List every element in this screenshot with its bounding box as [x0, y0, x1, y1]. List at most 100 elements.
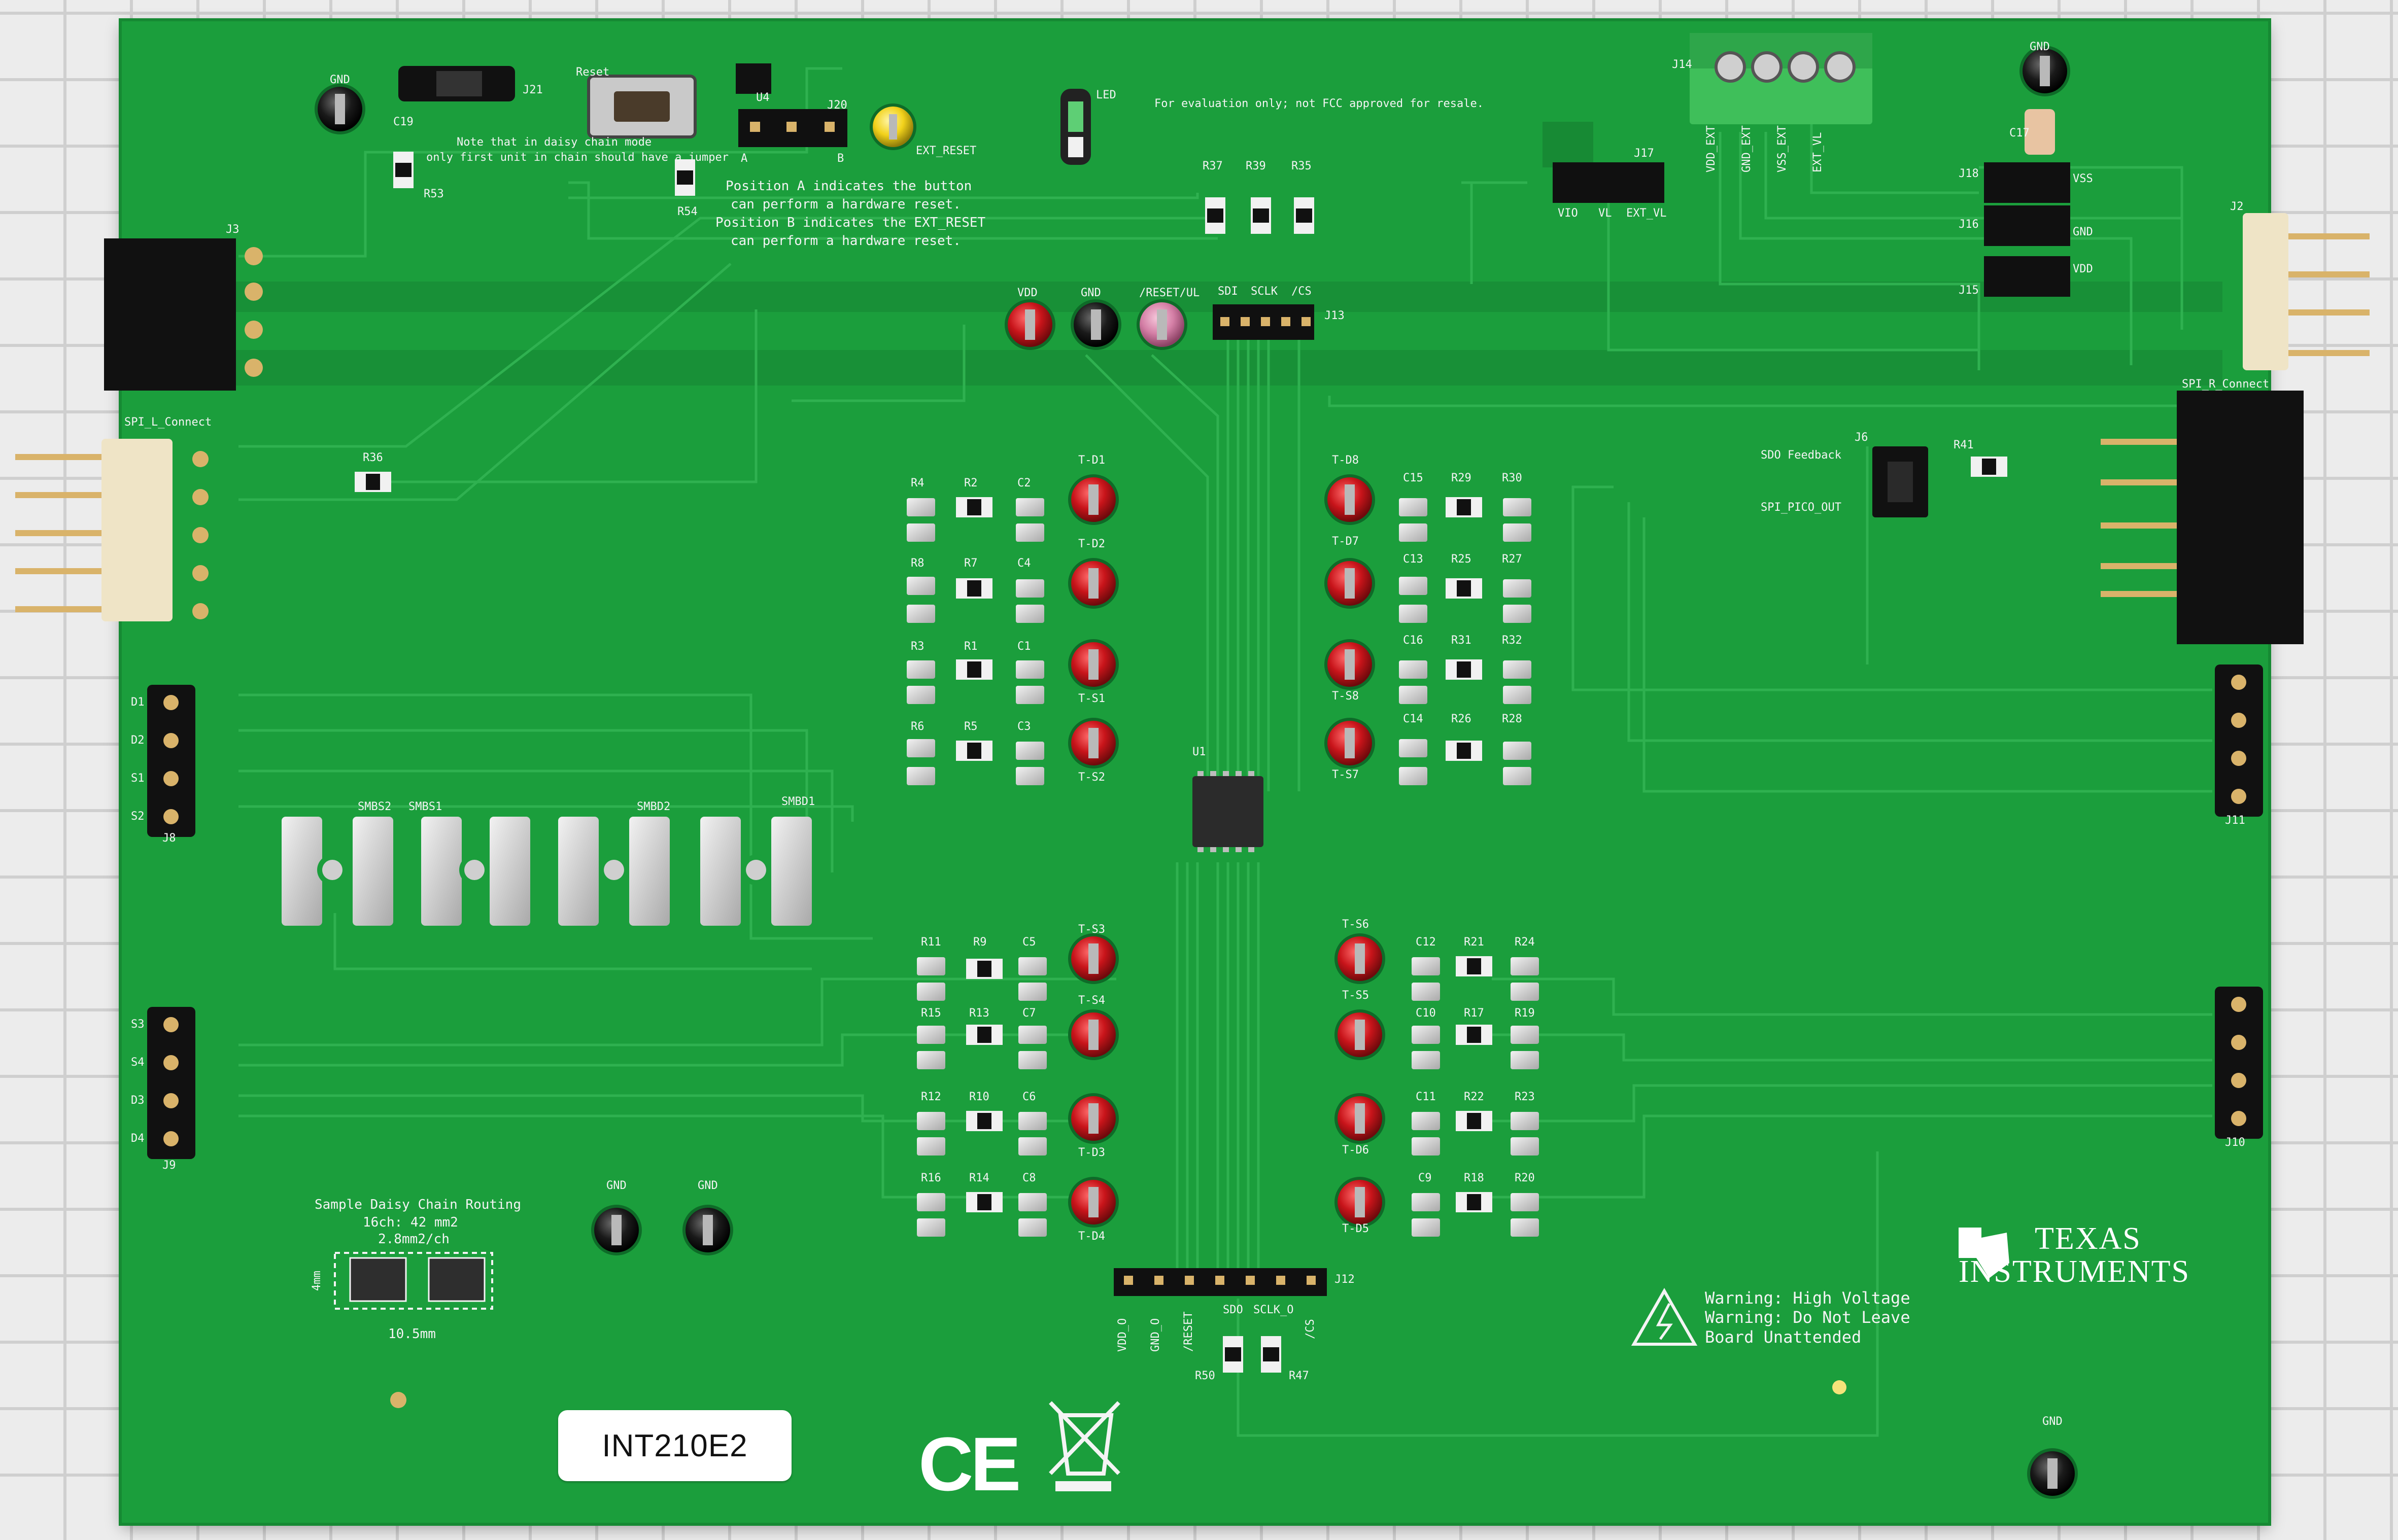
gnd-label-bottom-1: GND [606, 1179, 627, 1192]
texas-instruments-logo: Texas Instruments [1959, 1222, 2190, 1288]
j3-label: J3 [226, 223, 239, 236]
reset-o-label: /RESET [1182, 1311, 1195, 1352]
warning-block: Warning: High Voltage Warning: Do Not Le… [1634, 1288, 1910, 1347]
t-d4-label: T-D4 [1078, 1230, 1105, 1243]
lr-r24: R24 [1515, 936, 1535, 949]
ur-c14: C14 [1403, 713, 1423, 725]
lr-c11: C11 [1416, 1091, 1436, 1103]
j2-label: J2 [2230, 200, 2244, 213]
signal-traces [238, 67, 2212, 1437]
tp-sdi-label: SDI [1218, 285, 1238, 298]
brand-line-2: Instruments [1959, 1254, 2190, 1289]
t-s6-label: T-S6 [1342, 918, 1369, 931]
reset-note-1: Position A indicates the button [726, 179, 972, 194]
lr-r21: R21 [1464, 936, 1484, 949]
j6-label: J6 [1855, 431, 1868, 444]
lr-r18: R18 [1464, 1172, 1484, 1184]
signal-testpoints [1005, 197, 1314, 350]
gnd-testpoint-topleft [315, 84, 365, 134]
d3-label: D3 [131, 1094, 145, 1107]
pos-a-label: A [741, 152, 748, 165]
j11-label: J11 [2225, 814, 2245, 827]
lr-c10: C10 [1416, 1007, 1436, 1020]
t-d1-label: T-D1 [1078, 454, 1105, 467]
c17-label: C17 [2009, 127, 2030, 139]
j12-label: J12 [1334, 1273, 1355, 1286]
ext-vl-label: EXT_VL [1626, 207, 1667, 220]
cs-o-label: /CS [1304, 1319, 1317, 1339]
ce-mark: CE [918, 1421, 1021, 1507]
j3-header [104, 238, 263, 391]
ur-c13: C13 [1403, 553, 1423, 566]
t-s2-label: T-S2 [1078, 771, 1105, 784]
quad-upper-right [1324, 474, 1531, 785]
ul-r7: R7 [964, 557, 978, 570]
ur-r29: R29 [1451, 472, 1471, 484]
j13-label: J13 [1324, 309, 1345, 322]
spi-pico-out-label: SPI_PICO_OUT [1761, 501, 1841, 514]
u1-ic [1192, 771, 1263, 852]
ul-r8: R8 [911, 557, 924, 570]
warning-line-2: Warning: Do Not Leave [1705, 1308, 1910, 1327]
gnd-label-topright: GND [2030, 41, 2050, 53]
reset-note-3: Position B indicates the EXT_RESET [715, 215, 986, 230]
j21-label: J21 [523, 84, 543, 96]
ll-r9: R9 [973, 936, 987, 949]
vdd-label-j15: VDD [2073, 263, 2093, 275]
u4-label: U4 [756, 91, 770, 104]
warning-line-1: Warning: High Voltage [1705, 1288, 1910, 1308]
ul-r5: R5 [964, 720, 978, 733]
j8-label: J8 [162, 832, 176, 845]
t-d7-label: T-D7 [1332, 535, 1359, 548]
brand-line-1: Texas [2035, 1221, 2141, 1256]
ll-r14: R14 [969, 1172, 989, 1184]
r35-label: R35 [1291, 160, 1312, 172]
ul-r4: R4 [911, 477, 924, 489]
tp-gnd-label: GND [1081, 287, 1101, 299]
daisy-routing-title: Sample Daisy Chain Routing [315, 1197, 521, 1212]
spi-l-connector [15, 439, 391, 621]
vdd-ext-label: VDD_EXT [1705, 125, 1718, 172]
tp-sclk-label: SCLK [1251, 285, 1278, 298]
reset-note-2: can perform a hardware reset. [731, 197, 961, 212]
smbs1-label: SMBS1 [408, 800, 442, 813]
lr-r17: R17 [1464, 1007, 1484, 1020]
d4-label: D4 [131, 1132, 145, 1145]
smb-pads [282, 817, 812, 926]
gnd-o-label: GND_O [1149, 1318, 1162, 1352]
tp-vdd-label: VDD [1017, 287, 1038, 299]
lr-c9: C9 [1418, 1172, 1432, 1184]
ur-r28: R28 [1502, 713, 1522, 725]
t-d3-label: T-D3 [1078, 1146, 1105, 1159]
daisy-note-2: only first unit in chain should have a j… [426, 151, 729, 164]
j15-label: J15 [1959, 284, 1979, 297]
ll-r15: R15 [921, 1007, 941, 1020]
led-label: LED [1096, 89, 1116, 101]
spi-l-label: SPI_L_Connect [124, 416, 212, 429]
ul-r6: R6 [911, 720, 924, 733]
warning-line-3: Board Unattended [1705, 1327, 1862, 1347]
ul-c3: C3 [1017, 720, 1031, 733]
t-d2-label: T-D2 [1078, 538, 1105, 550]
vss-ext-label: VSS_EXT [1776, 125, 1789, 172]
ll-r16: R16 [921, 1172, 941, 1184]
r41-label: R41 [1954, 439, 1974, 451]
r37-label: R37 [1203, 160, 1223, 172]
daisy-routing-line3: 2.8mm2/ch [378, 1232, 450, 1247]
t-s1-label: T-S1 [1078, 692, 1105, 705]
ul-r2: R2 [964, 477, 978, 489]
ul-r3: R3 [911, 640, 924, 653]
ur-c15: C15 [1403, 472, 1423, 484]
t-s3-label: T-S3 [1078, 923, 1105, 936]
vss-label: VSS [2073, 172, 2093, 185]
vio-label: VIO [1558, 207, 1578, 220]
ur-r31: R31 [1451, 634, 1471, 647]
j10-label: J10 [2225, 1136, 2245, 1149]
reset-label: Reset [576, 66, 610, 79]
r53-label: R53 [424, 188, 444, 200]
ext-reset-label: EXT_RESET [916, 145, 977, 157]
lr-c12: C12 [1416, 936, 1436, 949]
r50-label: R50 [1195, 1370, 1215, 1382]
ur-r30: R30 [1502, 472, 1522, 484]
